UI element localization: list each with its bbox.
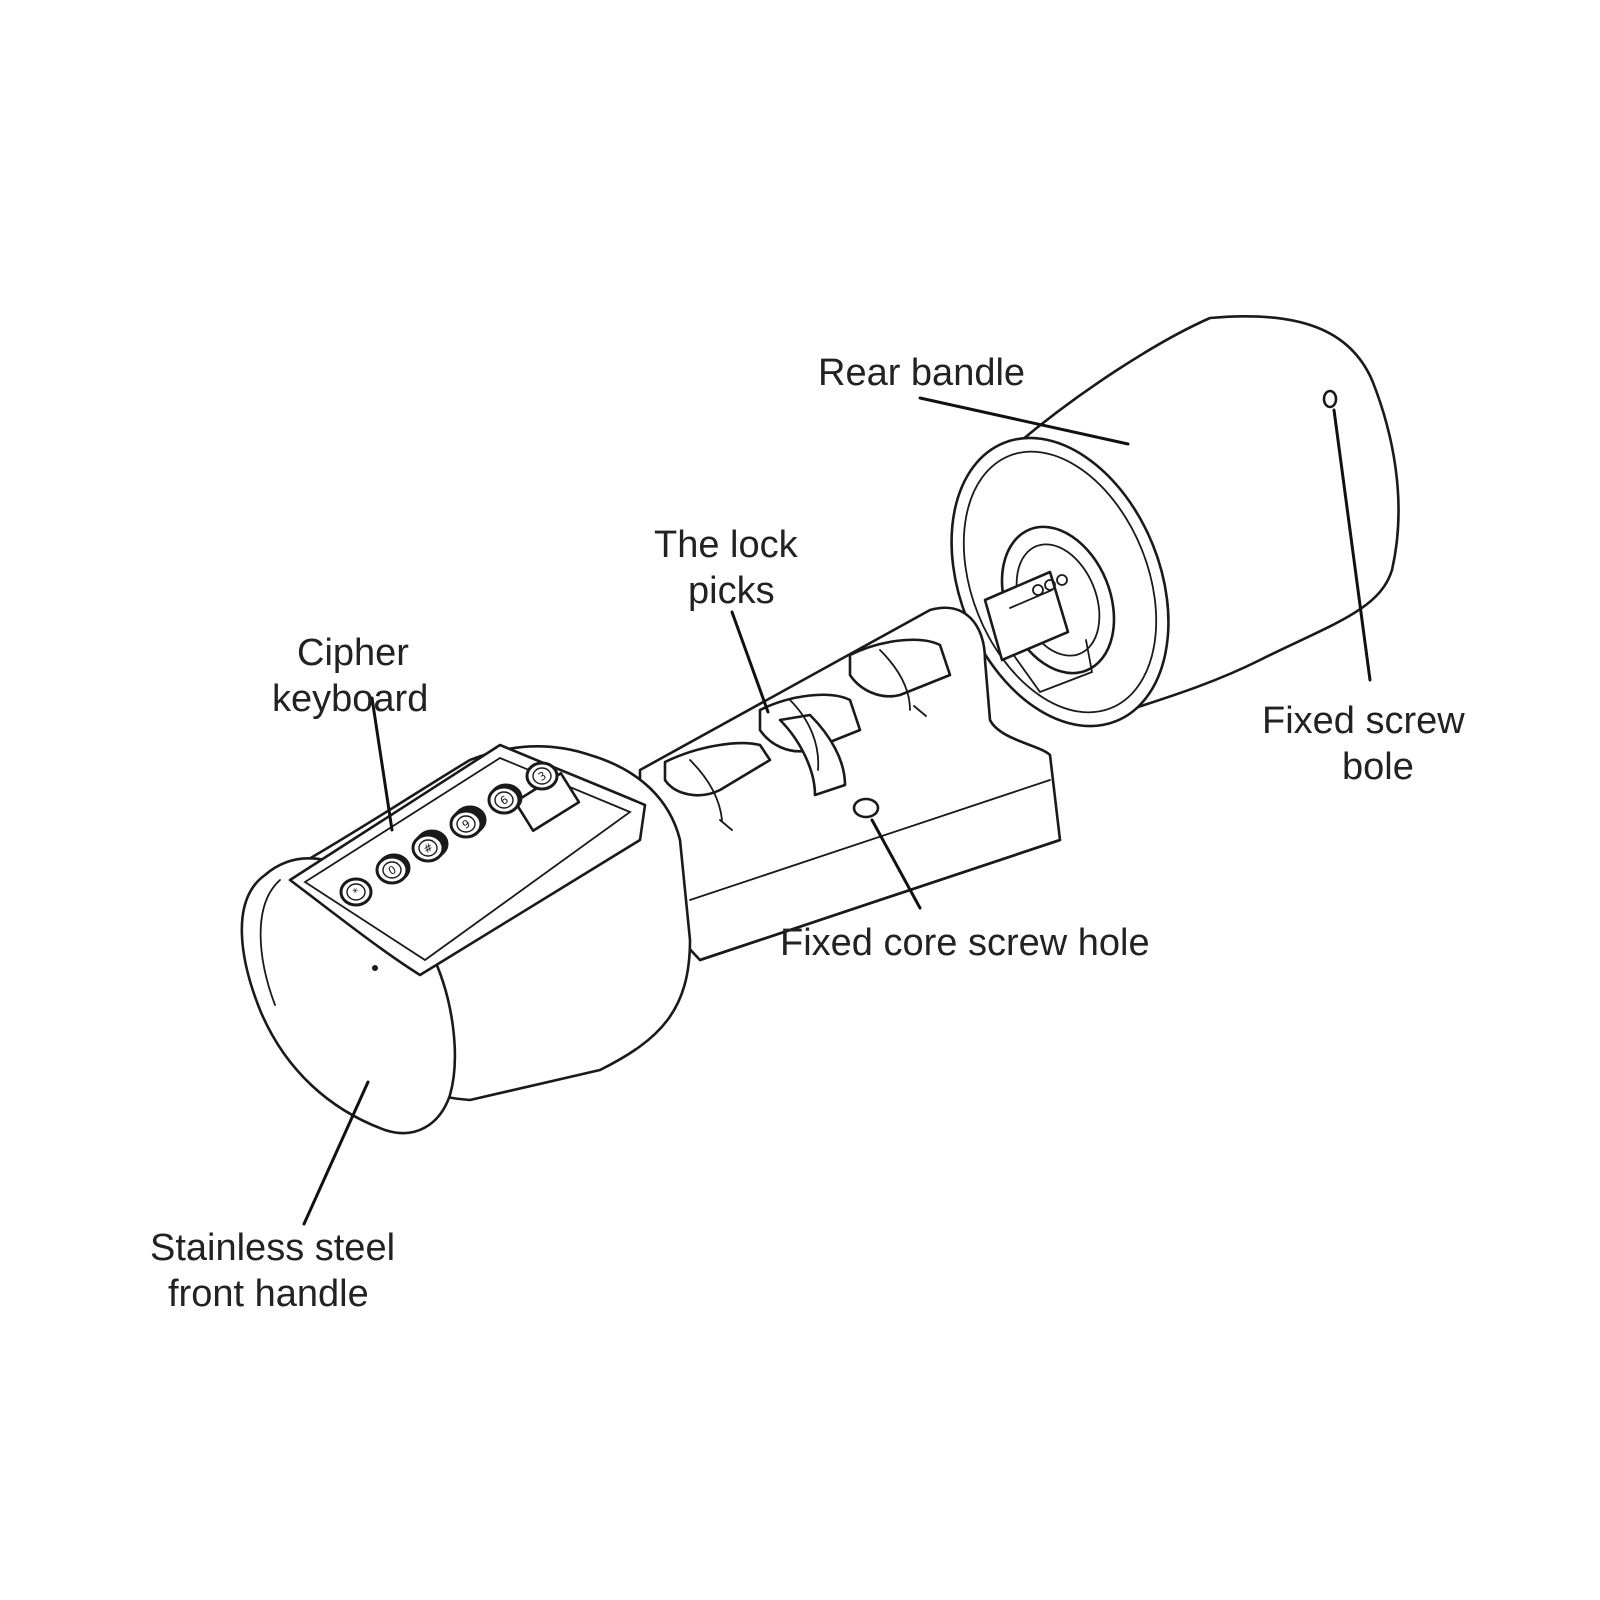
- label-front-handle-1: Stainless steel: [150, 1227, 395, 1269]
- leader-lock-picks: [730, 610, 770, 714]
- keypad-key-ring: [449, 809, 483, 839]
- leader-lines: [302, 396, 1372, 1226]
- keypad-key-face: [456, 815, 476, 833]
- keypad-key[interactable]: 0: [375, 855, 409, 885]
- keypad-key[interactable]: *: [339, 877, 373, 907]
- keypad-key[interactable]: 9: [449, 809, 483, 839]
- leader-cipher-keyboard: [370, 696, 394, 832]
- leader-fixed-screw: [1332, 408, 1372, 682]
- leader-fixed-core: [870, 818, 922, 910]
- label-cipher-keyboard-2: keyboard: [272, 678, 428, 720]
- fixed-screw-hole: [1322, 389, 1338, 409]
- indicator-dot: [372, 965, 378, 971]
- fixed-core-screw-hole: [852, 797, 880, 819]
- keypad-key-face: [532, 767, 552, 785]
- keypad-key-ring: [411, 833, 445, 863]
- keypad-key-face: [494, 791, 514, 809]
- keypad-key-face: [382, 861, 402, 879]
- keypad-keys: 123456789*0#: [339, 761, 559, 907]
- keypad-key[interactable]: 3: [525, 761, 559, 791]
- front-handle: 123456789*0#: [240, 743, 692, 1135]
- keypad-key-ring: [339, 877, 373, 907]
- keypad-key-label: *: [351, 885, 363, 899]
- keypad-key-ring: [487, 785, 521, 815]
- keypad-key-face: [418, 839, 438, 857]
- keypad-key[interactable]: 6: [487, 785, 521, 815]
- label-fixed-screw-2: bole: [1342, 746, 1414, 788]
- label-fixed-core-screw-hole: Fixed core screw hole: [780, 922, 1150, 964]
- label-front-handle-2: front handle: [168, 1273, 369, 1315]
- keypad-key[interactable]: #: [411, 833, 445, 863]
- lock-cylinder-body: [638, 570, 1070, 962]
- keypad-key-ring: [375, 855, 409, 885]
- labels: Rear bandle The lock picks Cipher keyboa…: [150, 352, 1465, 1315]
- keypad-key-ring: [525, 761, 559, 791]
- label-rear-handle: Rear bandle: [818, 352, 1025, 394]
- leader-front-handle: [302, 1080, 370, 1226]
- label-lock-picks-2: picks: [688, 570, 775, 612]
- leader-rear-handle: [918, 396, 1130, 446]
- keypad-key-face: [346, 883, 366, 901]
- label-cipher-keyboard-1: Cipher: [297, 632, 409, 674]
- label-lock-picks-1: The lock: [654, 524, 799, 566]
- label-fixed-screw-1: Fixed screw: [1262, 700, 1465, 742]
